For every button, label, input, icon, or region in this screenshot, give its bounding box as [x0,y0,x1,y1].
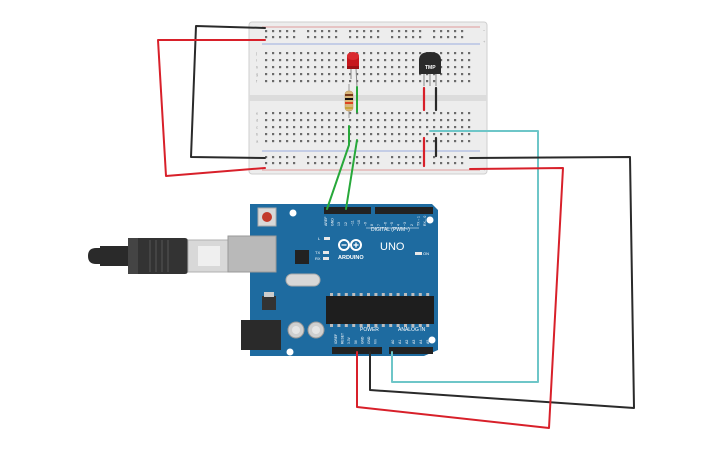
sensor-label: TMP [425,65,436,71]
digital-pin-label: 8 [370,224,374,226]
wire-green-pin[interactable] [326,125,350,210]
wire-black-rail[interactable] [190,25,266,159]
digital-label: DIGITAL (PWM~) [371,227,410,233]
analog-pin-label: A2 [405,340,409,344]
microcontroller-chip [326,293,434,327]
power-pin-label: RESET [341,333,345,344]
l-led-label: L [318,236,321,241]
wire-black-gnd[interactable] [369,156,635,409]
l-led [324,237,330,240]
mounting-hole [428,336,436,344]
power-label: POWER [360,327,379,333]
voltage-regulator [262,296,276,310]
rail-minus-label: − [483,28,486,33]
analog-in-label: ANALOG IN [398,327,426,333]
wire-cyan-signal[interactable] [391,130,539,383]
digital-pin-label: 7 [377,224,381,226]
row-letter: b [256,132,259,137]
analog-pin-label: A1 [398,340,402,344]
power-pin-label: Vin [374,339,378,344]
analog-pin-label: A5 [426,340,430,344]
analog-pin-label: A4 [419,340,423,344]
power-pin-label: GND [367,336,371,344]
rx-led-label: RX [315,256,321,261]
digital-pin-label: ~11 [350,220,354,226]
row-letter: c [256,125,258,130]
arduino-logo-icon [338,239,362,251]
on-led [415,252,422,255]
temperature-sensor[interactable]: TMP [419,52,441,86]
digital-pin-label: 13 [337,222,341,226]
on-led-label: ON [423,251,429,256]
reset-button[interactable] [257,207,277,227]
row-letter: i [256,58,257,63]
digital-pin-label: GND [331,218,335,226]
wire-red-rail[interactable] [157,39,266,177]
mounting-hole [289,209,297,217]
red-led[interactable] [347,52,359,88]
power-pin-label: 3.3V [347,336,351,344]
digital-pin-label: 2 [410,224,414,226]
digital-pin-label: TX→1 [416,216,420,226]
mounting-hole [426,216,434,224]
tx-led-label: TX [315,250,320,255]
analog-pin-label: A3 [412,340,416,344]
rx-led [323,257,329,260]
tx-led [323,251,329,254]
uno-label: UNO [380,241,405,253]
row-letter: h [256,65,258,70]
power-header[interactable] [332,347,382,354]
digital-pin-label: ~10 [357,220,361,226]
digital-pin-label: 12 [344,222,348,226]
row-letter: d [256,118,258,123]
rail-plus-label: + [483,39,486,44]
power-pin-label: IOREF [334,334,338,344]
digital-pin-label: ~9 [364,222,368,226]
row-letter: e [256,111,259,116]
power-pin-label: GND [360,336,364,344]
row-letter: g [256,72,258,77]
row-letter: j [255,51,257,56]
crystal [285,273,321,287]
digital-pin-label: RX←0 [423,216,427,226]
mounting-hole [286,348,294,356]
analog-pin-label: A0 [391,340,395,344]
analog-header[interactable] [389,347,433,354]
wire-red-5v[interactable] [356,167,564,429]
power-jack[interactable] [241,320,281,350]
wires[interactable] [157,25,635,429]
digital-pin-label: AREF [324,217,328,226]
row-letter: a [256,139,259,144]
wire-green-pin[interactable] [345,139,358,210]
digital-pin-label: 4 [397,224,401,226]
power-pin-label: 5V [354,339,358,344]
digital-header[interactable] [324,207,433,214]
usb-cable[interactable] [88,238,229,274]
resistor[interactable] [344,84,354,118]
digital-pin-label: ~6 [383,222,387,226]
digital-pin-label: ~5 [390,222,394,226]
digital-pin-label: ~3 [403,222,407,226]
arduino-brand: ARDUINO [338,255,364,261]
row-letter: f [256,79,258,84]
usb-chip [295,250,309,264]
